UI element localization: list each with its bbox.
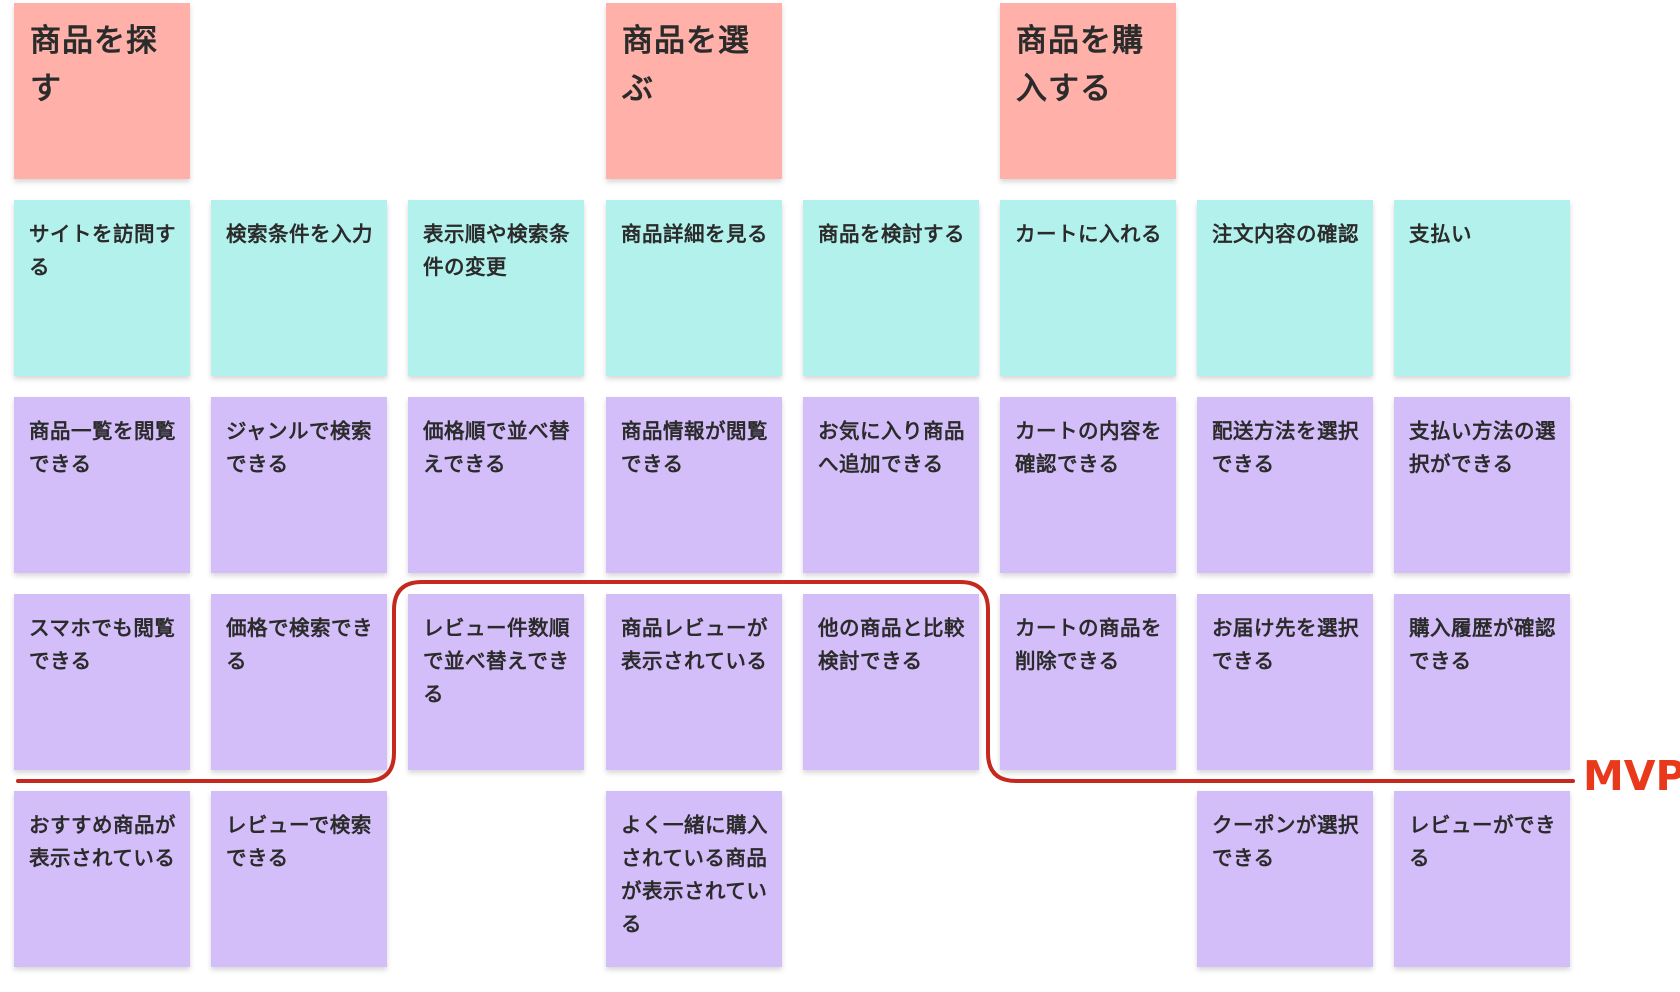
story-note[interactable]: おすすめ商品が表示されている: [14, 791, 190, 967]
story-note[interactable]: お気に入り商品へ追加できる: [803, 397, 979, 573]
story-note[interactable]: お届け先を選択できる: [1197, 594, 1373, 770]
story-note[interactable]: 支払い方法の選択ができる: [1394, 397, 1570, 573]
task-note[interactable]: 支払い: [1394, 200, 1570, 376]
task-note[interactable]: 注文内容の確認: [1197, 200, 1373, 376]
story-note[interactable]: 商品一覧を閲覧できる: [14, 397, 190, 573]
task-note[interactable]: 表示順や検索条件の変更: [408, 200, 584, 376]
task-note[interactable]: 商品詳細を見る: [606, 200, 782, 376]
story-note[interactable]: 他の商品と比較検討できる: [803, 594, 979, 770]
story-note[interactable]: カートの商品を削除できる: [1000, 594, 1176, 770]
story-note[interactable]: カートの内容を確認できる: [1000, 397, 1176, 573]
story-note[interactable]: よく一緒に購入されている商品が表示されている: [606, 791, 782, 967]
activity-note-choose[interactable]: 商品を選ぶ: [606, 3, 782, 179]
story-note[interactable]: 配送方法を選択できる: [1197, 397, 1373, 573]
task-note[interactable]: 商品を検討する: [803, 200, 979, 376]
task-note[interactable]: カートに入れる: [1000, 200, 1176, 376]
task-note[interactable]: 検索条件を入力: [211, 200, 387, 376]
activity-note-find[interactable]: 商品を探す: [14, 3, 190, 179]
story-note[interactable]: クーポンが選択できる: [1197, 791, 1373, 967]
story-note[interactable]: 価格で検索できる: [211, 594, 387, 770]
story-note[interactable]: 購入履歴が確認できる: [1394, 594, 1570, 770]
story-note[interactable]: 商品情報が閲覧できる: [606, 397, 782, 573]
story-note[interactable]: 価格順で並べ替えできる: [408, 397, 584, 573]
story-note[interactable]: 商品レビューが表示されている: [606, 594, 782, 770]
story-note[interactable]: レビューで検索できる: [211, 791, 387, 967]
story-note[interactable]: レビュー件数順で並べ替えできる: [408, 594, 584, 770]
mvp-label: MVP: [1583, 752, 1680, 800]
task-note[interactable]: サイトを訪問する: [14, 200, 190, 376]
story-note[interactable]: スマホでも閲覧できる: [14, 594, 190, 770]
story-note[interactable]: レビューができる: [1394, 791, 1570, 967]
activity-note-buy[interactable]: 商品を購入する: [1000, 3, 1176, 179]
story-note[interactable]: ジャンルで検索できる: [211, 397, 387, 573]
